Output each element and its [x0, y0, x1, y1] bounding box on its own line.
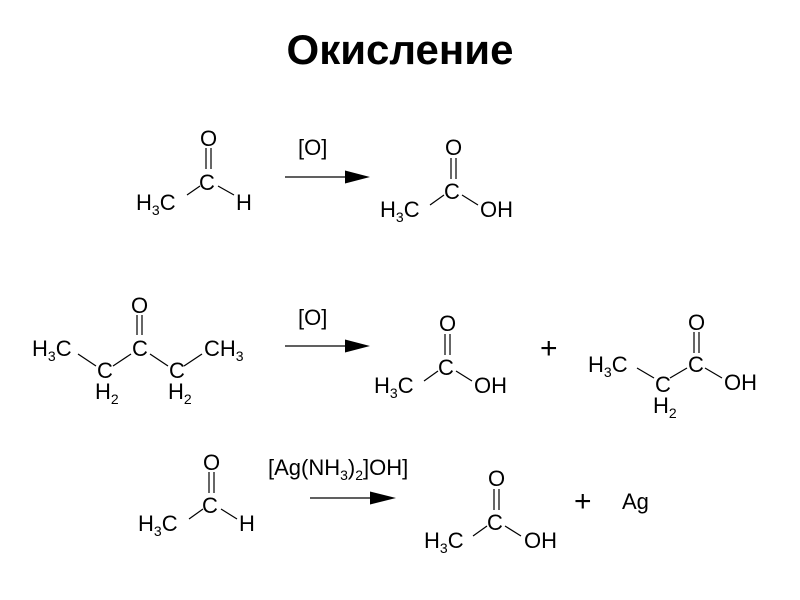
bond	[429, 194, 445, 206]
carbon-atom: C	[688, 352, 704, 377]
reaction-3-product: O C H3C OH	[424, 466, 557, 556]
reaction-1-reactant: O C H3C H	[136, 126, 252, 218]
oxygen-atom: O	[688, 310, 705, 335]
carbon-atom: C	[199, 170, 215, 195]
arrow-head-icon	[345, 170, 370, 184]
methyl-group: H3C	[32, 336, 72, 364]
hydroxyl-group: OH	[724, 370, 757, 395]
methyl-group: H3C	[136, 190, 176, 218]
carbon-atom: C	[438, 355, 454, 380]
bond	[669, 367, 688, 379]
methylene-carbon: C	[655, 372, 671, 397]
methyl-group: CH3	[204, 336, 244, 364]
reaction-1-product: O C H3C OH	[380, 135, 513, 225]
oxygen-atom: O	[200, 126, 217, 151]
methyl-group: H3C	[424, 528, 464, 556]
reaction-3-reactant: O C H3C H	[138, 450, 255, 539]
bond	[77, 353, 97, 367]
page-title: Окисление	[286, 26, 514, 73]
carbon-atom: C	[132, 336, 148, 361]
bond	[188, 508, 204, 520]
bond	[149, 353, 169, 367]
methyl-group: H3C	[138, 511, 178, 539]
methylene-carbon: C	[169, 358, 185, 383]
plus-sign: +	[540, 332, 558, 365]
carbon-atom: C	[202, 493, 218, 518]
bond	[423, 370, 439, 382]
oxygen-atom: O	[445, 135, 462, 160]
methylene-hydrogens: H2	[653, 393, 677, 421]
bond	[183, 353, 203, 367]
reagent-label: [Ag(NH3)2]OH]	[268, 455, 408, 483]
bond	[461, 194, 479, 206]
bond	[112, 353, 132, 367]
reagent-label: [O]	[298, 135, 327, 160]
bond	[217, 185, 235, 196]
bond	[455, 370, 473, 382]
oxygen-atom: O	[439, 311, 456, 336]
reaction-3: O C H3C H [Ag(NH3)2]OH] O C H3C OH + Ag	[138, 450, 649, 556]
hydroxyl-group: OH	[480, 197, 513, 222]
hydrogen-atom: H	[236, 190, 252, 215]
reaction-2: O C H3C C H2 C H2 CH3 [O] O C H3C OH +	[32, 293, 757, 421]
reagent-label: [O]	[298, 305, 327, 330]
reaction-2-reactant: O C H3C C H2 C H2 CH3	[32, 293, 244, 407]
methylene-carbon: C	[97, 358, 113, 383]
carbon-atom: C	[487, 510, 503, 535]
hydroxyl-group: OH	[524, 528, 557, 553]
oxygen-atom: O	[488, 466, 505, 491]
methylene-hydrogens: H2	[168, 379, 192, 407]
bond	[220, 508, 238, 520]
reaction-2-product-2: O C OH H3C C H2	[588, 310, 757, 421]
reaction-1: O C H3C H [O] O C H3C OH	[136, 126, 513, 225]
bond	[636, 367, 655, 379]
plus-sign: +	[574, 485, 592, 518]
methyl-group: H3C	[588, 352, 628, 380]
carbon-atom: C	[444, 179, 460, 204]
methyl-group: H3C	[380, 197, 420, 225]
bond	[704, 367, 723, 379]
arrow-head-icon	[345, 339, 370, 353]
bond	[504, 525, 522, 537]
oxygen-atom: O	[203, 450, 220, 475]
methylene-hydrogens: H2	[95, 379, 119, 407]
oxygen-atom: O	[131, 293, 148, 318]
hydroxyl-group: OH	[474, 373, 507, 398]
bond	[472, 525, 488, 537]
silver-product: Ag	[622, 489, 649, 514]
reaction-2-product-1: O C H3C OH	[374, 311, 507, 401]
bond	[186, 185, 201, 196]
arrow-head-icon	[370, 491, 396, 505]
hydrogen-atom: H	[239, 511, 255, 536]
methyl-group: H3C	[374, 373, 414, 401]
